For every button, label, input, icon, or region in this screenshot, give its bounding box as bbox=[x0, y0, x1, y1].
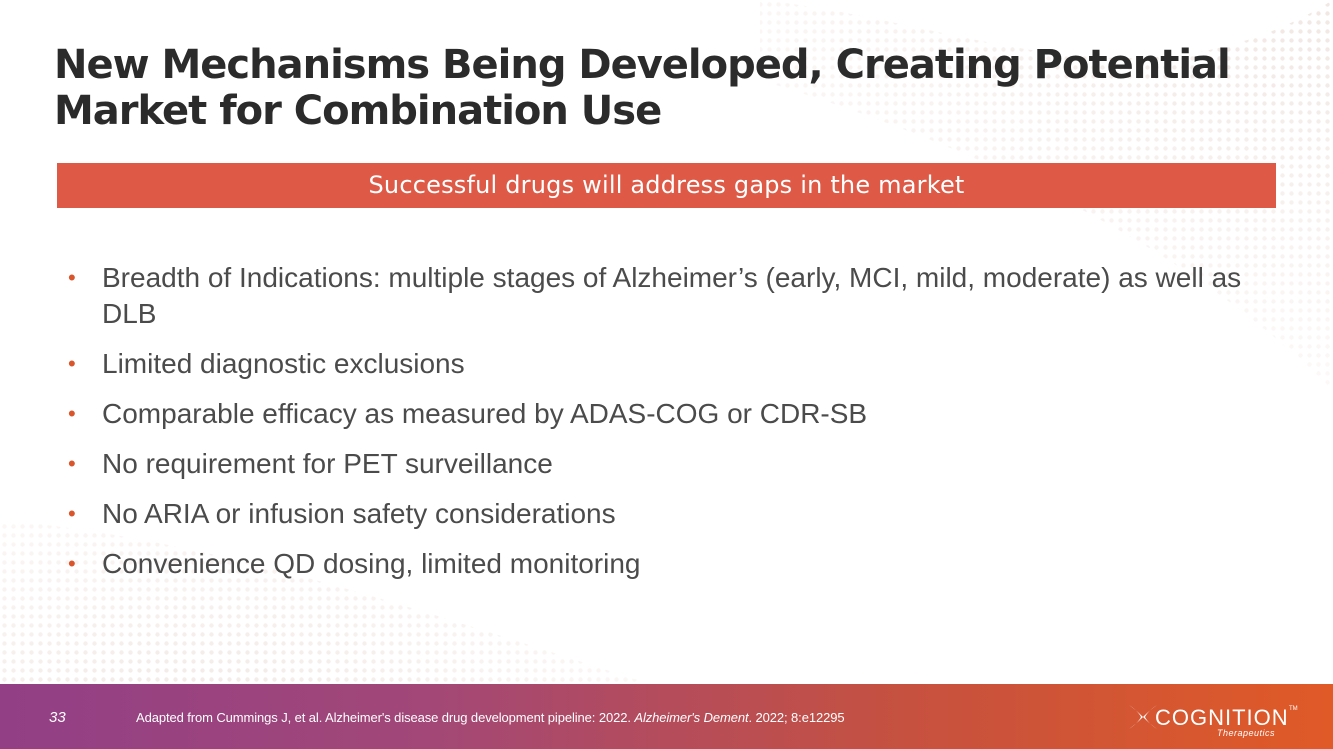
logo-wordmark: COGNITION bbox=[1155, 705, 1289, 730]
citation-journal: Alzheimer's Dement bbox=[634, 710, 749, 725]
bullet-icon: • bbox=[68, 265, 76, 290]
footer-bar: 33 Adapted from Cummings J, et al. Alzhe… bbox=[0, 684, 1333, 749]
banner-heading: Successful drugs will address gaps in th… bbox=[57, 163, 1276, 208]
bullet-text: No ARIA or infusion safety consideration… bbox=[102, 498, 616, 529]
citation-tail: . 2022; 8:e12295 bbox=[748, 710, 845, 725]
bullet-text: No requirement for PET surveillance bbox=[102, 448, 553, 479]
bullet-item: • Limited diagnostic exclusions bbox=[68, 346, 1248, 382]
citation-main: Adapted from Cummings J, et al. Alzheime… bbox=[136, 710, 631, 725]
bullet-text: Convenience QD dosing, limited monitorin… bbox=[102, 548, 641, 579]
bullet-item: • Convenience QD dosing, limited monitor… bbox=[68, 546, 1248, 582]
bullet-item: • Comparable efficacy as measured by ADA… bbox=[68, 396, 1248, 432]
company-logo: COGNITION TM Therapeutics bbox=[1127, 701, 1298, 741]
slide-title: New Mechanisms Being Developed, Creating… bbox=[54, 42, 1231, 134]
bullet-item: • No requirement for PET surveillance bbox=[68, 446, 1248, 482]
bullet-icon: • bbox=[68, 551, 76, 576]
bullet-icon: • bbox=[68, 401, 76, 426]
bullet-text: Breadth of Indications: multiple stages … bbox=[102, 262, 1242, 329]
page-number: 33 bbox=[49, 709, 66, 726]
logo-subtitle: Therapeutics bbox=[1217, 728, 1276, 738]
bullet-icon: • bbox=[68, 501, 76, 526]
logo-trademark: TM bbox=[1289, 706, 1298, 712]
bullet-icon: • bbox=[68, 451, 76, 476]
bullet-item: • No ARIA or infusion safety considerati… bbox=[68, 496, 1248, 532]
bullet-item: • Breadth of Indications: multiple stage… bbox=[68, 260, 1248, 332]
bullet-icon: • bbox=[68, 351, 76, 376]
bullet-list: • Breadth of Indications: multiple stage… bbox=[68, 260, 1248, 596]
citation: Adapted from Cummings J, et al. Alzheime… bbox=[136, 710, 845, 725]
bullet-text: Comparable efficacy as measured by ADAS-… bbox=[102, 398, 868, 429]
bullet-text: Limited diagnostic exclusions bbox=[102, 348, 465, 379]
